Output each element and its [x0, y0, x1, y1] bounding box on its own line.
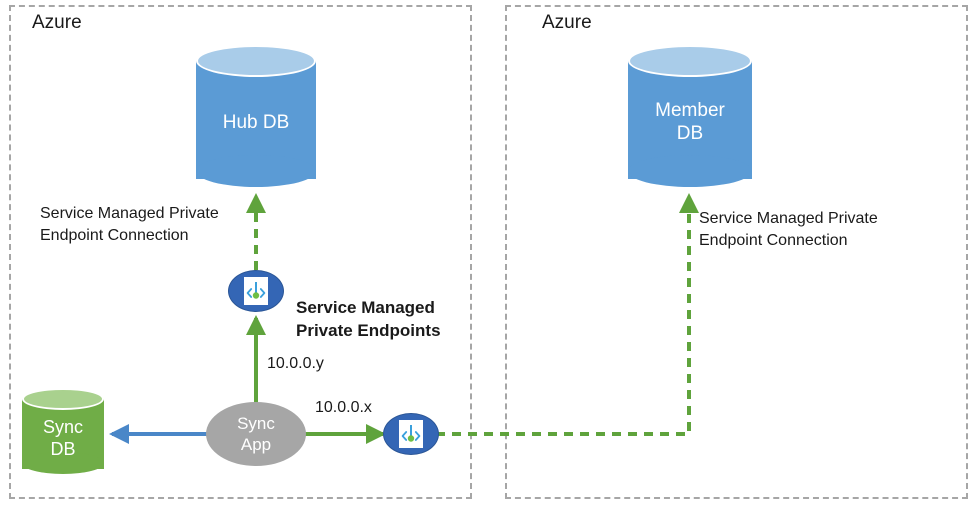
member-db-cylinder-top [628, 45, 752, 77]
hub-connection-note: Service Managed Private Endpoint Connect… [40, 205, 219, 244]
azure-boundary-left-label: Azure [32, 12, 82, 33]
sync-db-cylinder-bottom [22, 452, 104, 474]
azure-boundary-left [9, 5, 472, 499]
hub-db-node[interactable]: Hub DB [196, 45, 316, 195]
azure-boundary-right-label: Azure [542, 12, 592, 33]
ip-label-hub: 10.0.0.y [267, 355, 324, 372]
member-connection-note: Service Managed Private Endpoint Connect… [699, 210, 878, 249]
private-endpoint-member-badge[interactable] [383, 413, 439, 455]
connector-pe-member-to-memberdb [436, 193, 699, 436]
member-db-cylinder-bottom [628, 155, 752, 187]
sync-db-cylinder-top [22, 388, 104, 410]
private-link-icon [399, 420, 423, 448]
service-managed-private-endpoints-title: Service Managed Private Endpoints [296, 298, 441, 340]
sync-db-node[interactable]: Sync DB [22, 388, 104, 480]
sync-app-node[interactable]: Sync App [206, 402, 306, 466]
ip-label-member: 10.0.0.x [315, 399, 372, 416]
member-db-label: Member DB [655, 100, 725, 144]
hub-db-cylinder-bottom [196, 155, 316, 187]
private-endpoint-hub-badge[interactable] [228, 270, 284, 312]
sync-db-label: Sync DB [42, 417, 84, 459]
hub-db-cylinder-top [196, 45, 316, 77]
hub-db-label: Hub DB [222, 112, 290, 133]
private-link-icon [244, 277, 268, 305]
member-db-node[interactable]: Member DB [628, 45, 752, 195]
azure-boundary-right [505, 5, 968, 499]
